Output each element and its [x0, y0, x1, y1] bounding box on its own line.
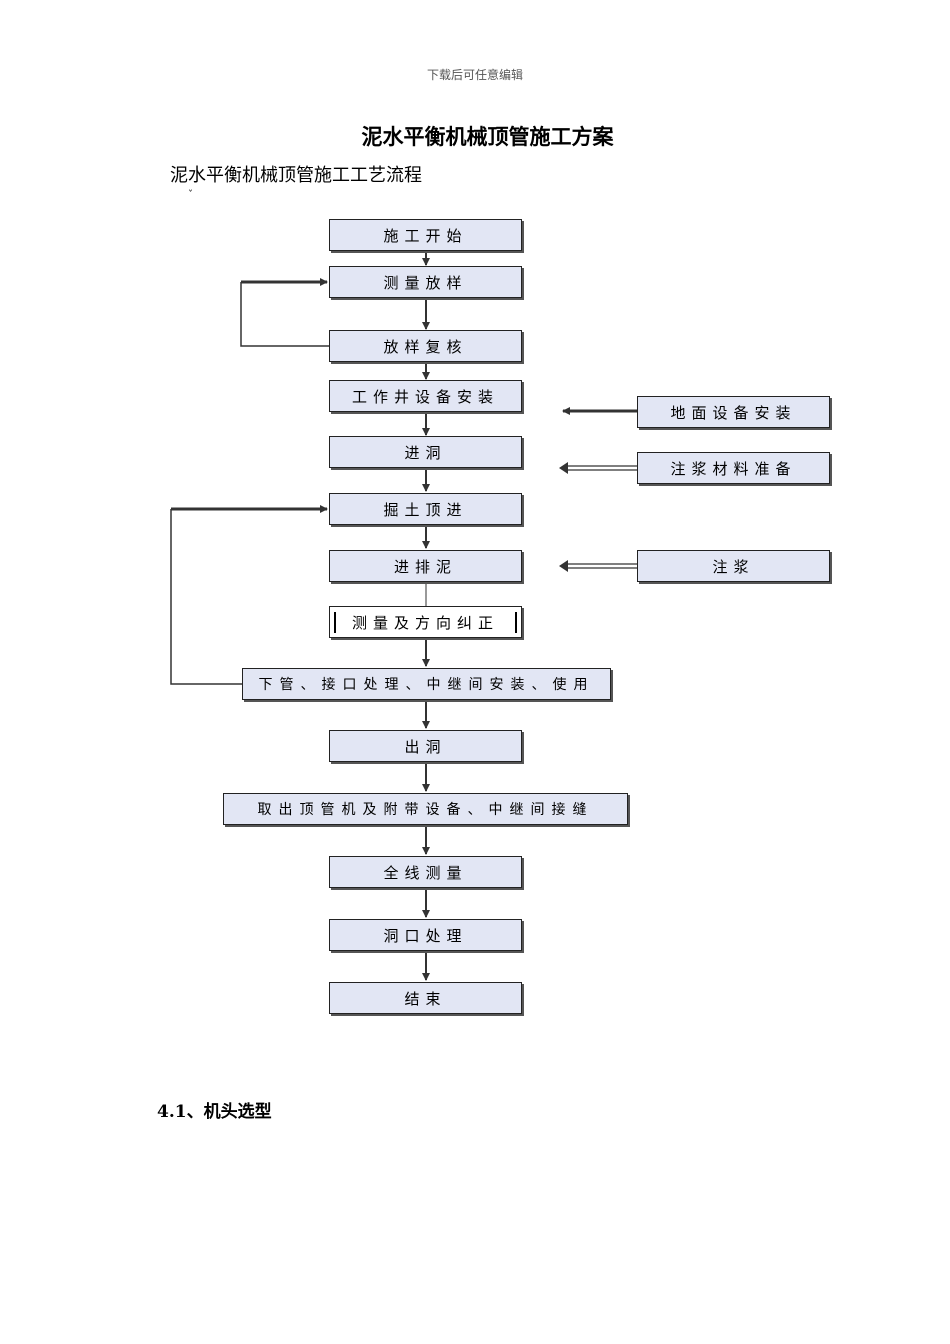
step-layout-recheck: 放样复核	[329, 330, 522, 362]
step-start: 施工开始	[329, 219, 522, 251]
step-end: 结束	[329, 982, 522, 1014]
side-grouting: 注浆	[637, 550, 830, 582]
step-survey-correction-label: 测量及方向纠正	[334, 611, 517, 633]
section-heading: 4.1、机头选型	[157, 1102, 272, 1122]
page-header-note: 下载后可任意编辑	[426, 68, 523, 82]
side-arrow-grouting	[559, 560, 637, 572]
step-survey-correction: 测量及方向纠正	[329, 606, 522, 638]
loop-pipe	[170, 509, 242, 685]
loop-recheck	[240, 282, 330, 347]
side-grout-material: 注浆材料准备	[637, 452, 830, 484]
step-shaft-equipment: 工作井设备安装	[329, 380, 522, 412]
step-mud-in-out: 进排泥	[329, 550, 522, 582]
step-portal-treatment: 洞口处理	[329, 919, 522, 951]
side-arrow-grout-prep	[559, 462, 637, 474]
step-remove-machine: 取出顶管机及附带设备、中继间接缝	[223, 793, 628, 825]
step-pipe-joint-relay: 下管、接口处理、中继间安装、使用	[242, 668, 611, 700]
step-full-survey: 全线测量	[329, 856, 522, 888]
flowchart-caption: 泥水平衡机械顶管施工工艺流程	[170, 165, 422, 186]
step-survey-layout: 测量放样	[329, 266, 522, 298]
tick-mark: ˇ	[188, 190, 193, 201]
document-title: 泥水平衡机械顶管施工方案	[361, 124, 614, 149]
side-ground-equipment: 地面设备安装	[637, 396, 830, 428]
step-exit-tunnel: 出洞	[329, 730, 522, 762]
step-excavate-jack: 掘土顶进	[329, 493, 522, 525]
step-enter-tunnel: 进洞	[329, 436, 522, 468]
